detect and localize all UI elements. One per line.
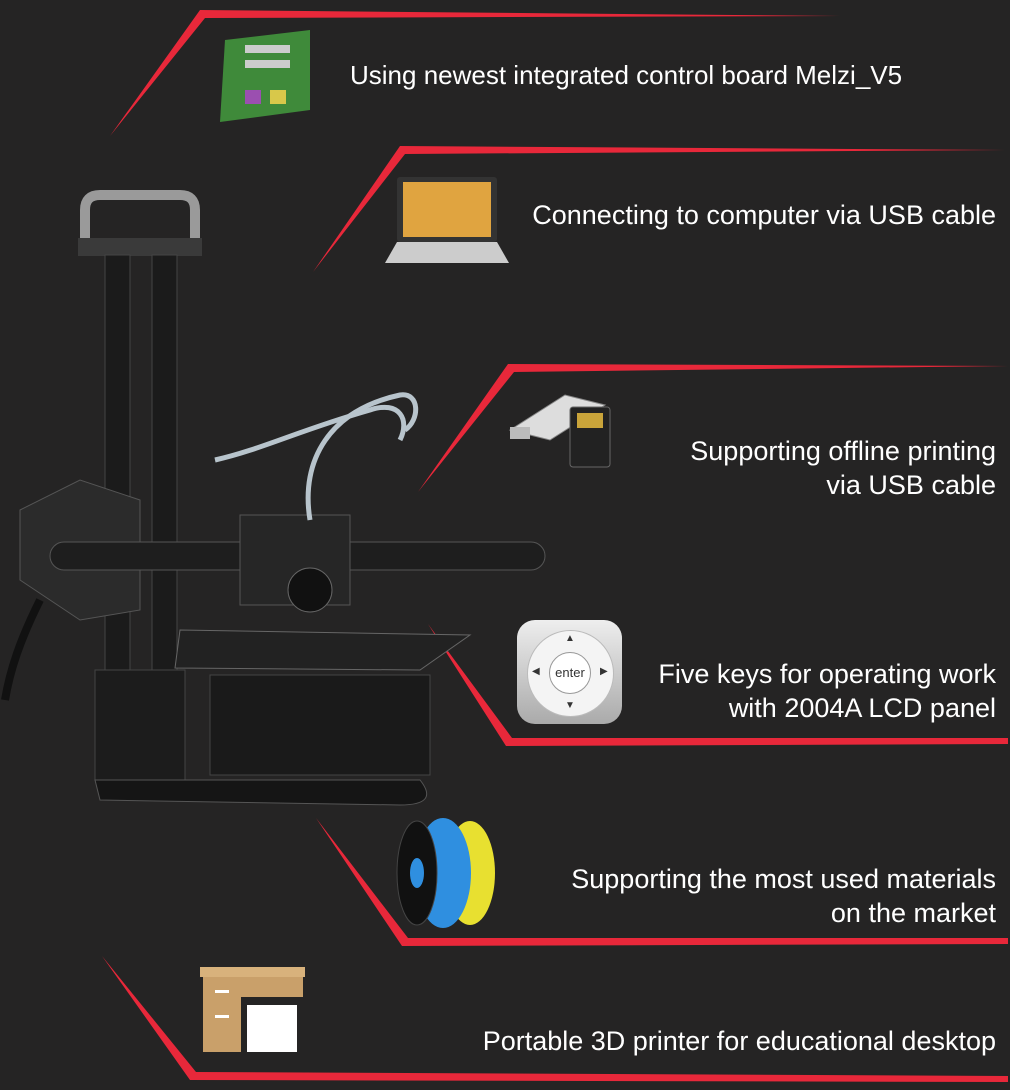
feature-control-board: Using newest integrated control board Me… bbox=[350, 60, 903, 90]
3d-printer-image bbox=[1, 190, 546, 806]
keypad-icon: enter ▲ ▼ ◀ ▶ bbox=[517, 620, 622, 724]
feature-usb-computer: Connecting to computer via USB cable bbox=[532, 200, 996, 230]
feature-materials: Supporting the most used materials on th… bbox=[571, 862, 996, 930]
feature-materials-line1: Supporting the most used materials bbox=[571, 864, 996, 894]
feature-offline-printing: Supporting offline printing via USB cabl… bbox=[690, 434, 996, 502]
laptop-icon bbox=[385, 177, 509, 263]
control-board-icon bbox=[220, 30, 310, 122]
feature-keys-line1: Five keys for operating work bbox=[658, 659, 996, 689]
feature-materials-line2: on the market bbox=[830, 898, 996, 928]
usb-sd-card-icon bbox=[508, 394, 611, 468]
feature-offline-line2: via USB cable bbox=[826, 470, 996, 500]
filament-spools-icon bbox=[396, 818, 495, 928]
feature-keys-line2: with 2004A LCD panel bbox=[728, 693, 996, 723]
enter-key: enter bbox=[549, 652, 591, 694]
desk-icon bbox=[200, 967, 305, 1052]
accent-line-6 bbox=[102, 956, 1008, 1082]
feature-five-keys: Five keys for operating work with 2004A … bbox=[658, 657, 996, 725]
feature-offline-line1: Supporting offline printing bbox=[690, 436, 996, 466]
feature-portable: Portable 3D printer for educational desk… bbox=[482, 1026, 996, 1056]
